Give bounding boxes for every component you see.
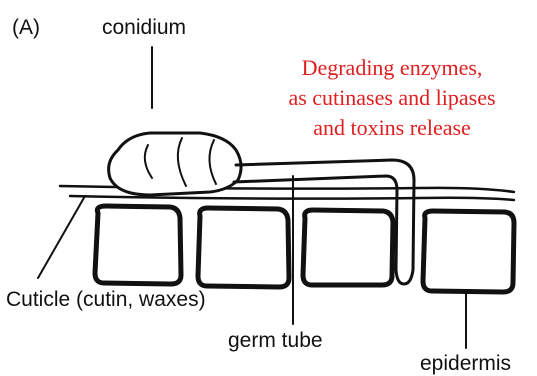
germ-tube: [234, 160, 414, 284]
conidium: [109, 133, 241, 195]
annotation-line: as cutinases and lipases: [288, 85, 495, 110]
cuticle-label: Cuticle (cutin, waxes): [6, 288, 206, 311]
germ-tube-outline: [234, 160, 414, 284]
conidium-label: conidium: [102, 16, 186, 39]
epidermis-label: epidermis: [420, 352, 511, 375]
epidermal-cell: [423, 211, 514, 292]
annotation-line: and toxins release: [313, 115, 471, 140]
germ-tube-label: germ tube: [228, 329, 323, 352]
epidermal-cell: [303, 210, 393, 285]
cuticle-leader: [38, 196, 85, 278]
annotation-line: Degrading enzymes,: [302, 55, 483, 80]
epidermal-cell: [95, 206, 181, 284]
panel-label: (A): [12, 16, 40, 39]
conidium-body: [109, 133, 241, 195]
epidermal-cell: [198, 208, 289, 287]
enzyme-annotation: Degrading enzymes, as cutinases and lipa…: [288, 55, 495, 140]
epidermal-cells: [95, 206, 514, 292]
